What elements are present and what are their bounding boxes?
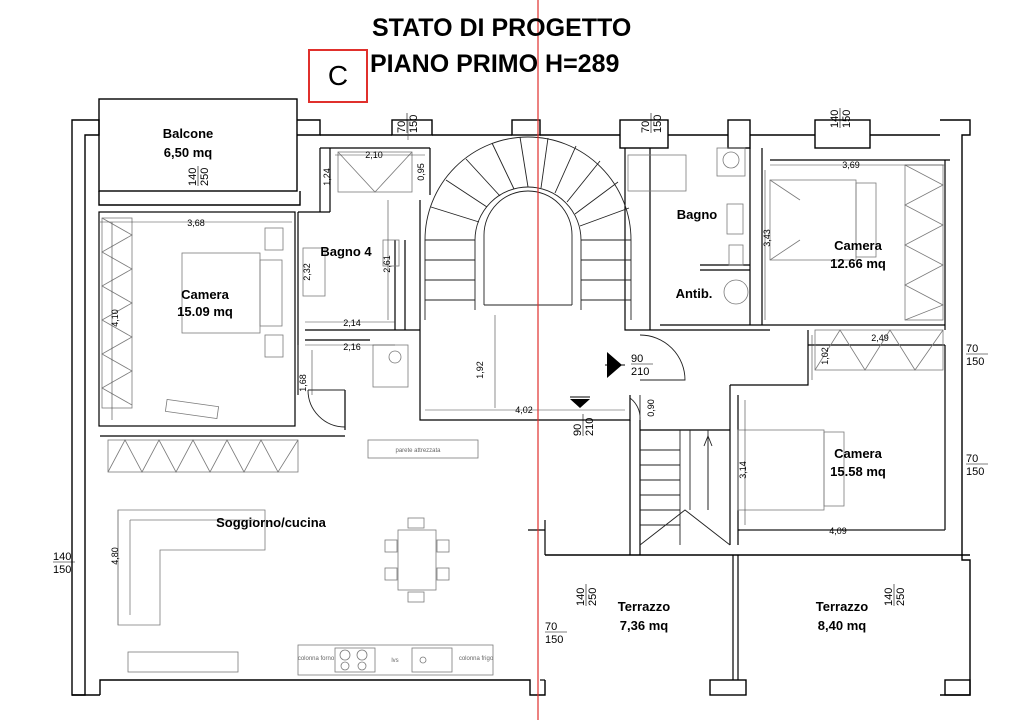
dim-stair-width: 4,02 xyxy=(515,405,533,415)
dim-bagno4-door: 0,95 xyxy=(416,163,426,181)
room-camera-tr-area: 12.66 mq xyxy=(830,256,886,271)
dim-bagno4-inner: 2,32 xyxy=(302,263,312,281)
dim-camera-tr-width: 3,69 xyxy=(842,160,860,170)
op-stairdoor-w: 90 xyxy=(572,424,584,436)
op-terr2-w: 140 xyxy=(883,588,895,606)
room-balcone-name: Balcone xyxy=(163,126,214,141)
room-terrazzo2-name: Terrazzo xyxy=(816,599,869,614)
op-entrance-w: 90 xyxy=(631,353,643,365)
dim-camera-mid-width: 2,49 xyxy=(871,333,889,343)
room-bagno4-name: Bagno 4 xyxy=(320,244,372,259)
op-top2-w: 70 xyxy=(640,121,652,133)
dim-corridor-b: 2,16 xyxy=(343,342,361,352)
op-right1-h: 150 xyxy=(966,356,984,368)
dim-camera-br-height: 3,14 xyxy=(738,461,748,479)
dim-camera-left-width: 3,68 xyxy=(187,218,205,228)
spiral-stair xyxy=(424,136,632,320)
room-camera-tr-name: Camera xyxy=(834,238,882,253)
dim-corridor-height: 1,68 xyxy=(298,374,308,392)
op-top1-w: 70 xyxy=(396,121,408,133)
entrance-markers xyxy=(570,352,625,408)
op-stairdoor-h: 210 xyxy=(584,418,596,436)
dim-bagno4-width: 2,10 xyxy=(365,150,383,160)
furniture xyxy=(101,147,944,676)
title-line-1: STATO DI PROGETTO xyxy=(372,14,632,42)
section-marker: C xyxy=(308,49,368,103)
op-right2-w: 70 xyxy=(966,453,978,465)
room-antib-name: Antib. xyxy=(676,286,713,301)
op-top3-h: 150 xyxy=(841,110,853,128)
label-colonna-frigo: colonna frigo xyxy=(459,656,494,662)
title-line-2: PIANO PRIMO H=289 xyxy=(370,50,620,78)
op-left-w: 140 xyxy=(53,551,71,563)
room-terrazzo1-area: 7,36 mq xyxy=(620,618,668,633)
dim-soggiorno-height: 4,80 xyxy=(110,547,120,565)
room-camera-left-area: 15.09 mq xyxy=(177,304,233,319)
room-camera-left-name: Camera xyxy=(181,287,229,302)
dim-landing-small: 0,90 xyxy=(646,399,656,417)
op-left-h: 150 xyxy=(53,564,71,576)
op-terr1-h: 250 xyxy=(587,588,599,606)
label-parete: parete attrezzata xyxy=(395,448,441,454)
opening-labels: 140 250 70 150 70 150 140 150 70 150 70 xyxy=(53,108,988,646)
fixture-labels: parete attrezzata colonna forno colonna … xyxy=(298,448,494,664)
op-right1-w: 70 xyxy=(966,343,978,355)
room-balcone-area: 6,50 mq xyxy=(164,145,212,160)
doors xyxy=(297,334,686,428)
dim-camera-mid-small: 1,02 xyxy=(820,347,830,365)
op-entrance-h: 210 xyxy=(631,366,649,378)
dim-camera-tr-height: 3,43 xyxy=(762,229,772,247)
dim-bagno4-side: 1,24 xyxy=(322,168,332,186)
op-terr1-w: 140 xyxy=(575,588,587,606)
dim-corridor-a: 2,14 xyxy=(343,318,361,328)
dim-bagno4-height: 2,61 xyxy=(382,255,392,273)
room-labels: Balcone 6,50 mq Bagno 4 Camera 15.09 mq … xyxy=(163,126,886,633)
op-balcone-w: 140 xyxy=(187,168,199,186)
dimension-lines xyxy=(100,120,945,531)
room-terrazzo2-area: 8,40 mq xyxy=(818,618,866,633)
dim-camera-left-height: 4,10 xyxy=(110,309,120,327)
op-top1-h: 150 xyxy=(408,115,420,133)
op-balcone-h: 250 xyxy=(199,168,211,186)
dim-camera-br-width: 4,09 xyxy=(829,526,847,536)
op-top3-w: 140 xyxy=(829,110,841,128)
dimension-labels: 3,68 4,10 2,10 1,24 0,95 2,61 2,32 2,14 … xyxy=(110,150,889,565)
op-right2-h: 150 xyxy=(966,466,984,478)
label-colonna-forno: colonna forno xyxy=(298,656,335,662)
straight-stair xyxy=(639,430,731,546)
room-bagno-name: Bagno xyxy=(677,207,718,222)
room-camera-br-name: Camera xyxy=(834,446,882,461)
room-camera-br-area: 15.58 mq xyxy=(830,464,886,479)
label-lvs: lvs xyxy=(391,658,398,664)
op-terrwin-w: 70 xyxy=(545,621,557,633)
op-terrwin-h: 150 xyxy=(545,634,563,646)
op-terr2-h: 250 xyxy=(895,588,907,606)
room-terrazzo1-name: Terrazzo xyxy=(618,599,671,614)
dim-stair-height: 1,92 xyxy=(475,361,485,379)
outer-walls xyxy=(71,98,971,696)
room-soggiorno-name: Soggiorno/cucina xyxy=(216,515,327,530)
op-top2-h: 150 xyxy=(652,115,664,133)
